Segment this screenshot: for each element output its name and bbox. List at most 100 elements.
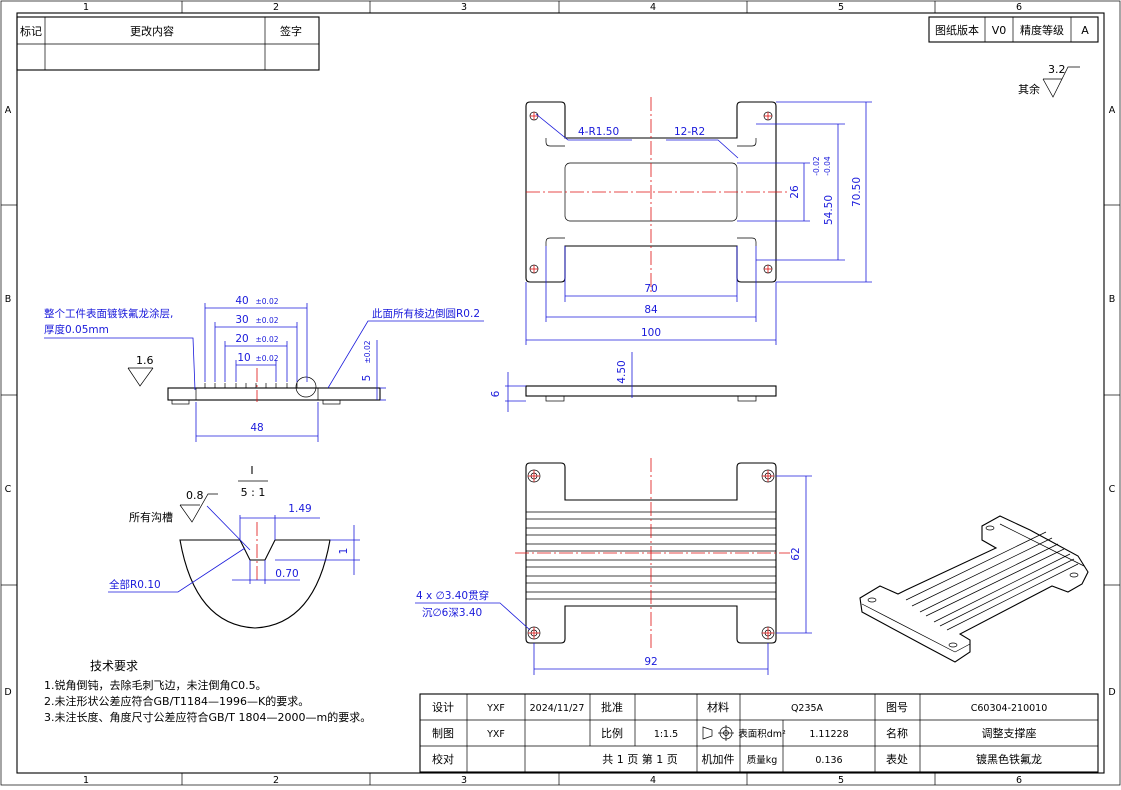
col-label: 4 xyxy=(650,775,656,786)
revision-table: 标记 更改内容 签字 xyxy=(16,16,320,71)
col-label: 1 xyxy=(83,2,89,13)
tol-30: ±0.02 xyxy=(256,316,279,325)
material-value: Q235A xyxy=(791,703,824,714)
detail-profile xyxy=(179,539,331,629)
version-value: V0 xyxy=(992,24,1007,37)
dim-26: 26 xyxy=(789,185,801,199)
col-label: 2 xyxy=(273,775,279,786)
hole-note-through: 4 x ∅3.40贯穿 xyxy=(416,589,489,602)
tech-req-line3: 3.未注长度、角度尺寸公差应符合GB/T 1804—2000—m的要求。 xyxy=(44,710,371,724)
dim-54-50: 54.50 xyxy=(823,195,835,225)
tol-20: ±0.02 xyxy=(256,335,279,344)
row-label: D xyxy=(1108,687,1115,698)
part-name: 调整支撑座 xyxy=(982,726,1037,740)
mass-label: 质量kg xyxy=(747,754,778,766)
side-view: 6 4.50 xyxy=(490,352,777,412)
drafter-label: 制图 xyxy=(432,727,454,740)
row-label: A xyxy=(1109,105,1116,116)
dim-40: 40 xyxy=(235,295,248,307)
revision-sign-header: 签字 xyxy=(280,24,302,38)
tol-5: ±0.02 xyxy=(363,340,372,363)
dim-84: 84 xyxy=(644,304,658,316)
row-labels-right: A B C D xyxy=(1108,105,1115,698)
detail-view: I 5 : 1 0.8 所有沟槽 1.49 1 0.70 全部R0.10 xyxy=(108,464,360,629)
row-label: B xyxy=(1109,294,1116,305)
row-labels-left: A B C D xyxy=(4,105,11,698)
col-label: 5 xyxy=(838,2,844,13)
col-label: 1 xyxy=(83,775,89,786)
tech-req-line2: 2.未注形状公差应符合GB/T1184—1996—K的要求。 xyxy=(44,694,309,708)
title-block: 设计 YXF 2024/11/27 批准 材料 Q235A 图号 C60304-… xyxy=(419,693,1099,773)
precision-label: 精度等级 xyxy=(1020,23,1064,37)
row-label: A xyxy=(5,105,12,116)
area-value: 1.11228 xyxy=(809,729,848,740)
column-labels-bottom: 1 2 3 4 5 6 xyxy=(83,775,1022,786)
material-label: 材料 xyxy=(707,700,729,714)
coating-note-line1: 整个工件表面镀铁氟龙涂层, xyxy=(44,307,173,320)
side-view-body xyxy=(525,385,777,397)
scale-value: 1:1.5 xyxy=(654,729,678,740)
col-label: 6 xyxy=(1016,2,1022,13)
finish-1-6: 1.6 xyxy=(136,354,154,367)
design-date: 2024/11/27 xyxy=(530,703,585,714)
dim-1: 1 xyxy=(338,548,350,555)
mass-value: 0.136 xyxy=(815,755,842,766)
col-label: 6 xyxy=(1016,775,1022,786)
drawing-no-value: C60304-210010 xyxy=(971,703,1048,714)
surface-finish-rest-label: 其余 xyxy=(1018,82,1040,96)
surface-finish-symbol xyxy=(127,367,154,387)
detail-label: I xyxy=(250,464,253,477)
radius-note-large: 12-R2 xyxy=(674,126,705,138)
row-label: C xyxy=(1109,484,1116,495)
coating-note-line2: 厚度0.05mm xyxy=(44,323,109,336)
version-box: 图纸版本 V0 精度等级 A xyxy=(928,16,1099,43)
dim-1-49: 1.49 xyxy=(288,503,311,515)
part-type: 机加件 xyxy=(702,752,735,766)
surface-finish-symbol xyxy=(1042,66,1080,98)
iso-hole-icon xyxy=(867,597,877,603)
tol-40: ±0.02 xyxy=(256,297,279,306)
tech-req-title: 技术要求 xyxy=(90,659,138,673)
col-label: 2 xyxy=(273,2,279,13)
bottom-view-outline xyxy=(525,462,777,644)
revision-content-header: 更改内容 xyxy=(130,24,174,38)
col-label: 4 xyxy=(650,2,656,13)
detail-scale: 5 : 1 xyxy=(241,486,266,499)
dim-30: 30 xyxy=(235,314,248,326)
iso-hole-icon xyxy=(985,525,995,531)
sheet-count: 共 1 页 第 1 页 xyxy=(602,752,677,766)
tol-lower: -0.04 xyxy=(823,156,832,176)
technical-requirements: 技术要求 1.锐角倒钝，去除毛刺飞边，未注倒角C0.5。 2.未注形状公差应符合… xyxy=(44,659,371,724)
area-label: 表面积dm² xyxy=(738,728,786,740)
top-view-outline xyxy=(525,101,777,283)
dim-62: 62 xyxy=(790,547,802,560)
row-label: D xyxy=(4,687,11,698)
column-labels-top: 1 2 3 4 5 6 xyxy=(83,2,1022,13)
detail-callout-circle xyxy=(295,376,317,398)
surface-finish-rest-value: 3.2 xyxy=(1048,63,1066,76)
iso-hole-icon xyxy=(948,642,958,648)
dim-0-70: 0.70 xyxy=(275,568,298,580)
radius-note-small: 4-R1.50 xyxy=(578,126,619,138)
design-value: YXF xyxy=(486,703,505,714)
name-label: 名称 xyxy=(886,726,908,740)
fillet-note: 全部R0.10 xyxy=(109,578,161,591)
tech-req-line1: 1.锐角倒钝，去除毛刺飞边，未注倒角C0.5。 xyxy=(44,678,267,692)
design-label: 设计 xyxy=(432,701,454,714)
drafter-value: YXF xyxy=(486,729,505,740)
isometric-view xyxy=(859,515,1089,663)
col-label: 3 xyxy=(461,775,467,786)
tol-10: ±0.02 xyxy=(256,354,279,363)
dim-100: 100 xyxy=(641,327,661,339)
hole-note-counterbore: 沉∅6深3.40 xyxy=(422,606,482,619)
tol-upper: -0.02 xyxy=(812,156,821,176)
col-label: 3 xyxy=(461,2,467,13)
surface-finish-symbol xyxy=(179,493,218,523)
row-label: B xyxy=(5,294,12,305)
edge-round-note: 此面所有棱边倒圆R0.2 xyxy=(372,307,480,320)
groove-label: 所有沟槽 xyxy=(129,510,173,524)
surface-finish-default: 其余 3.2 xyxy=(1018,63,1080,98)
